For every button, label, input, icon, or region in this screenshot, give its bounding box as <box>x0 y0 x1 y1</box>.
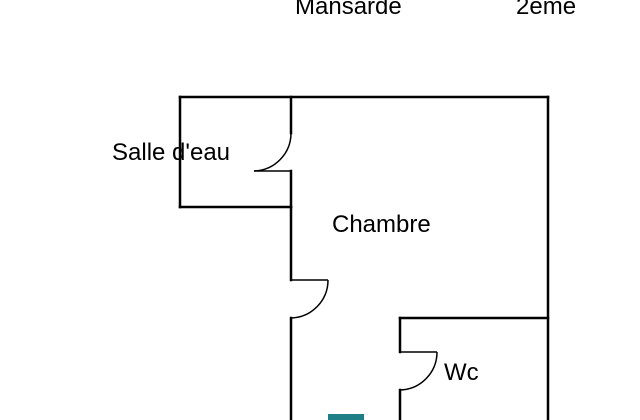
bedroom-door-arc <box>290 279 329 319</box>
floor-level-label: 2eme <box>516 0 576 20</box>
wc-door-arc <box>399 351 438 391</box>
bathroom-door-arc <box>253 132 292 172</box>
floor-name-label: Mansarde <box>295 0 402 20</box>
stair-marker <box>328 414 364 420</box>
room-label-bathroom: Salle d'eau <box>112 139 230 166</box>
room-label-toilet: Wc <box>444 359 479 386</box>
room-label-bedroom: Chambre <box>332 211 431 238</box>
